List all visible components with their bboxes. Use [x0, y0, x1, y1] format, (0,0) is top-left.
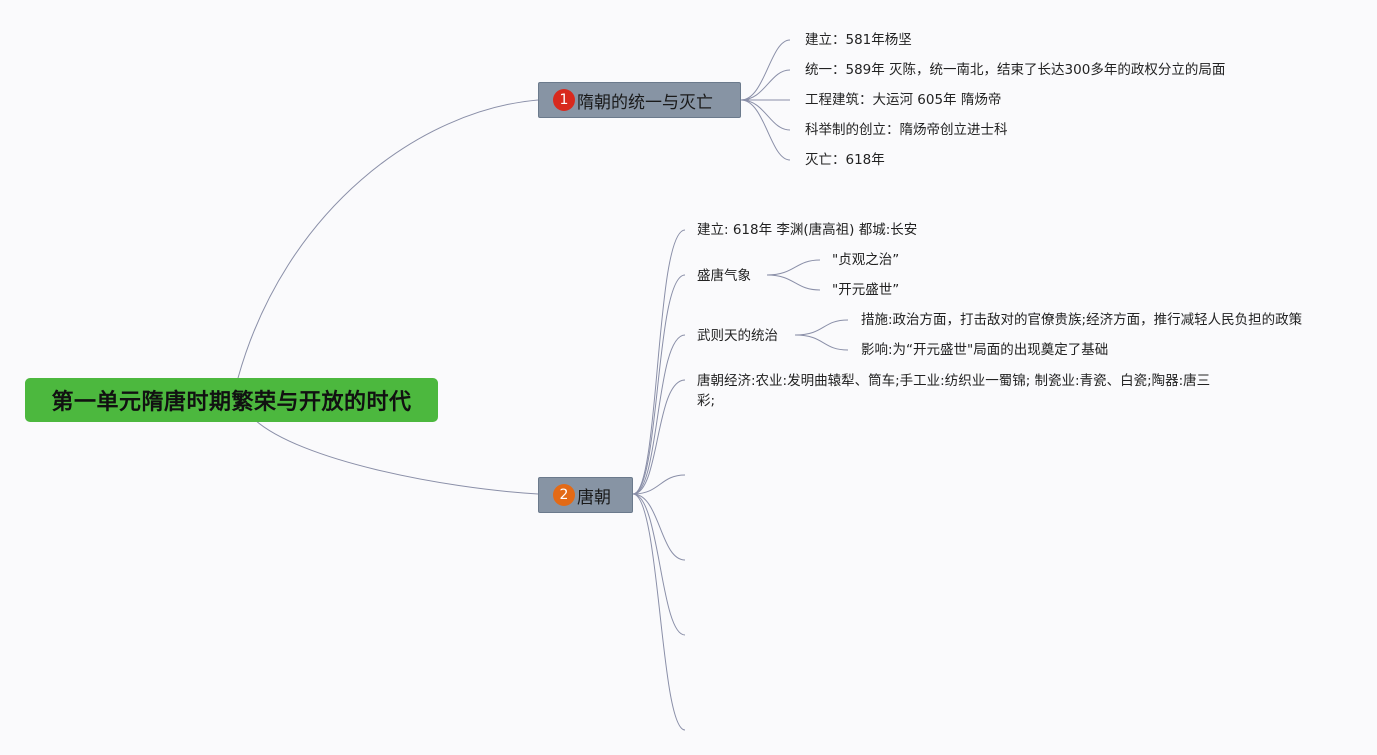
main-topic-tang[interactable]: 2 唐朝: [538, 477, 633, 513]
connector-tang-5: [632, 474, 686, 495]
sui-item-grand-canal[interactable]: 工程建筑：大运河 605年 隋炀帝: [805, 92, 1002, 108]
connector-root-tang: [254, 419, 539, 495]
connector-sui-5: [740, 99, 791, 161]
connector-prosperity-1: [766, 259, 821, 276]
root-topic-label: 第一单元隋唐时期繁荣与开放的时代: [51, 390, 412, 415]
connector-tang-3: [632, 334, 686, 495]
tang-item-prosperity[interactable]: 盛唐气象: [697, 268, 751, 284]
connector-tang-8: [632, 493, 686, 731]
connector-tang-4: [632, 379, 686, 495]
prosperity-kaiyuan[interactable]: "开元盛世”: [832, 282, 900, 298]
root-topic[interactable]: 第一单元隋唐时期繁荣与开放的时代: [25, 378, 438, 422]
wuzetian-impact[interactable]: 影响:为“开元盛世"局面的出现奠定了基础: [861, 342, 1109, 358]
connector-sui-2: [740, 69, 791, 101]
connector-wuzetian-1: [794, 319, 849, 336]
wuzetian-measures[interactable]: 措施:政治方面，打击敌对的官僚贵族;经济方面，推行减轻人民负担的政策: [861, 312, 1303, 328]
connector-tang-2: [632, 274, 686, 495]
connector-prosperity-2: [766, 274, 821, 291]
main-topic-sui-label: 隋朝的统一与灭亡: [577, 92, 713, 113]
sui-item-founding[interactable]: 建立：581年杨坚: [805, 32, 912, 48]
connector-tang-6: [632, 493, 686, 561]
connector-sui-1: [740, 39, 791, 101]
main-topic-sui[interactable]: 1 隋朝的统一与灭亡: [538, 82, 741, 118]
tang-item-economy[interactable]: 唐朝经济:农业:发明曲辕犁、筒车;手工业:纺织业一蜀锦; 制瓷业:青瓷、白瓷;陶…: [697, 373, 1211, 409]
connector-wuzetian-2: [794, 334, 849, 351]
connector-root-sui: [237, 99, 539, 379]
sui-item-unification[interactable]: 统一：589年 灭陈，统一南北，结束了长达300多年的政权分立的局面: [805, 62, 1226, 78]
prosperity-zhenguan[interactable]: "贞观之治”: [832, 252, 900, 268]
tang-item-wuzetian[interactable]: 武则天的统治: [697, 328, 778, 344]
connector-tang-1: [632, 229, 686, 495]
connector-sui-4: [740, 99, 791, 131]
connector-tang-7: [632, 493, 686, 636]
number-badge-1-icon: 1: [553, 89, 575, 111]
sui-item-fall[interactable]: 灭亡：618年: [805, 152, 885, 168]
tang-item-founding[interactable]: 建立: 618年 李渊(唐高祖) 都城:长安: [697, 222, 918, 238]
main-topic-tang-label: 唐朝: [577, 487, 611, 508]
sui-item-imperial-exam[interactable]: 科举制的创立：隋炀帝创立进士科: [805, 122, 1008, 138]
number-badge-2-icon: 2: [553, 484, 575, 506]
